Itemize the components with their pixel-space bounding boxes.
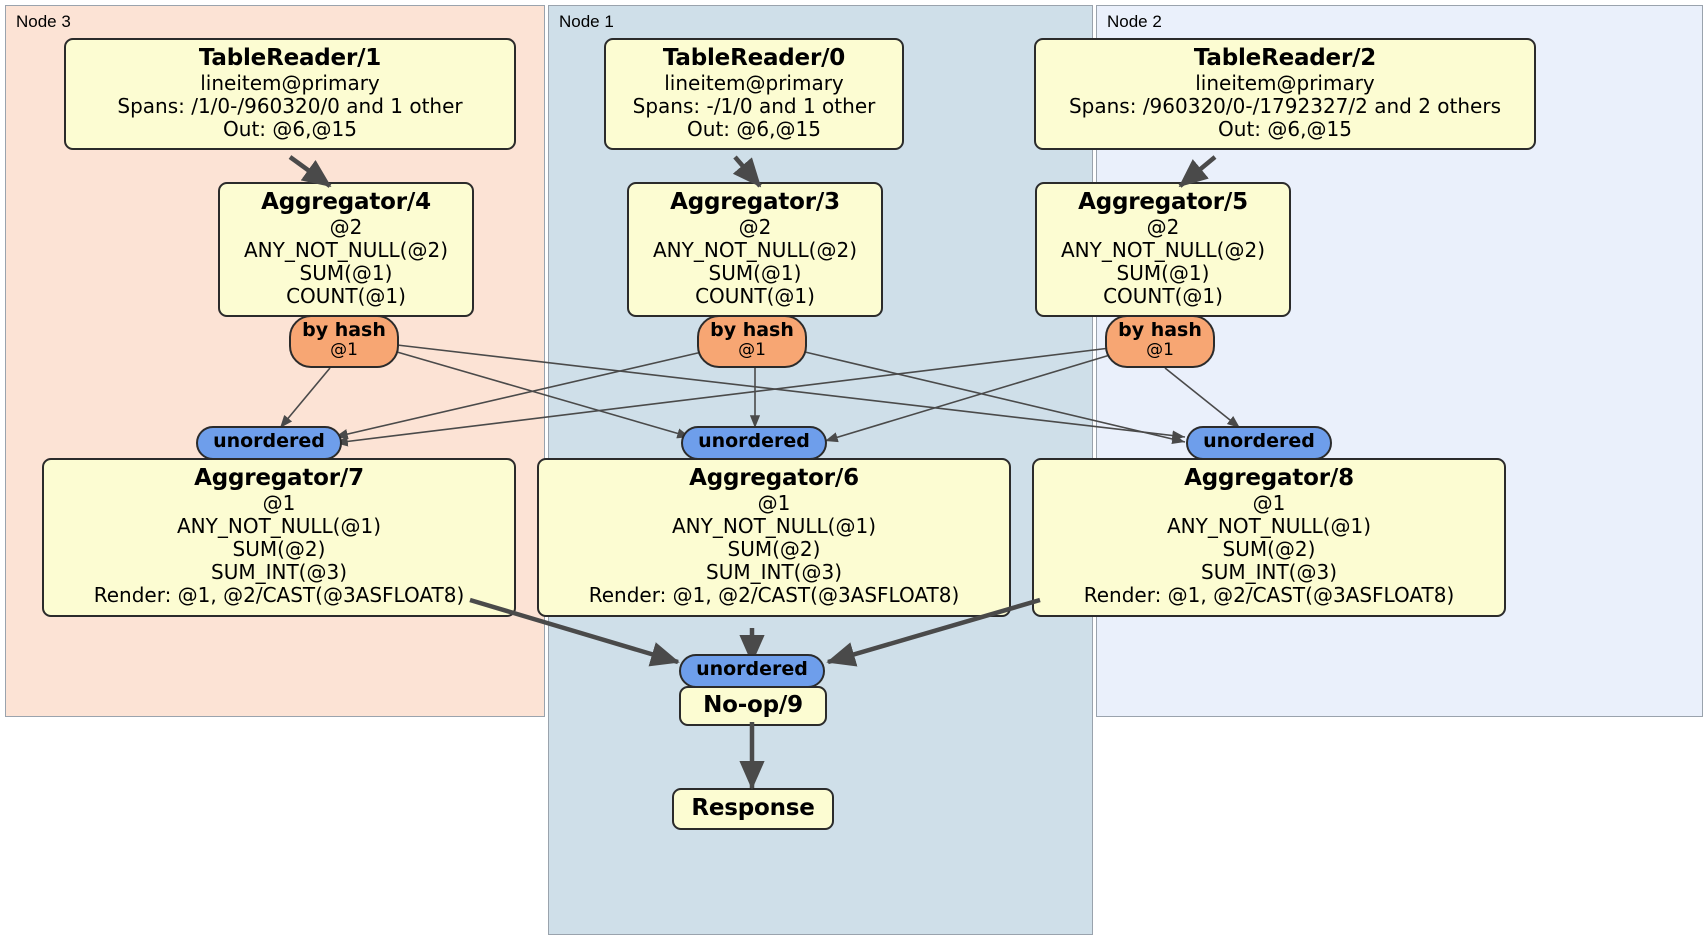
router-sublabel: @1: [738, 339, 766, 360]
router-label: by hash: [302, 319, 386, 341]
processor-line: Out: @6,@15: [687, 117, 821, 142]
router-by-hash-left[interactable]: by hash @1: [289, 315, 399, 368]
processor-line: ANY_NOT_NULL(@1): [177, 513, 381, 538]
processor-line: lineitem@primary: [200, 70, 380, 95]
processor-line: SUM_INT(@3): [706, 560, 842, 585]
synchronizer-unordered-left[interactable]: unordered: [196, 426, 342, 460]
synchronizer-unordered-right[interactable]: unordered: [1186, 426, 1332, 460]
processor-line: lineitem@primary: [1195, 70, 1375, 95]
processor-title: TableReader/2: [1193, 45, 1377, 71]
processor-line: SUM(@1): [708, 261, 802, 286]
processor-aggregator-4[interactable]: Aggregator/4 @2 ANY_NOT_NULL(@2) SUM(@1)…: [218, 182, 474, 318]
processor-line: SUM(@1): [1116, 261, 1210, 286]
processor-title: Aggregator/7: [194, 465, 364, 491]
node-region-label-node1: Node 1: [559, 12, 614, 31]
processor-title: Aggregator/5: [1078, 189, 1248, 215]
router-sublabel: @1: [1146, 339, 1174, 360]
processor-line: Spans: -/1/0 and 1 other: [632, 93, 876, 118]
node-region-label-node2: Node 2: [1107, 12, 1162, 31]
processor-title: Aggregator/3: [670, 189, 840, 215]
processor-line: @1: [1252, 490, 1286, 515]
processor-line: Out: @6,@15: [223, 117, 357, 142]
processor-line: SUM_INT(@3): [1201, 560, 1337, 585]
node-region-label-node3: Node 3: [16, 12, 71, 31]
processor-title: Aggregator/6: [689, 465, 859, 491]
processor-aggregator-3[interactable]: Aggregator/3 @2 ANY_NOT_NULL(@2) SUM(@1)…: [627, 182, 883, 318]
processor-line: @2: [1146, 214, 1180, 239]
processor-title: Aggregator/4: [261, 189, 431, 215]
processor-tablereader-2[interactable]: TableReader/2 lineitem@primary Spans: /9…: [1034, 38, 1536, 151]
processor-line: Spans: /960320/0-/1792327/2 and 2 others: [1068, 93, 1501, 118]
processor-line: SUM(@2): [1222, 537, 1316, 562]
processor-line: SUM(@2): [232, 537, 326, 562]
processor-aggregator-6[interactable]: Aggregator/6 @1 ANY_NOT_NULL(@1) SUM(@2)…: [537, 458, 1011, 617]
processor-line: @2: [738, 214, 772, 239]
processor-response[interactable]: Response: [672, 788, 834, 830]
synchronizer-label: unordered: [1203, 430, 1315, 452]
synchronizer-label: unordered: [696, 658, 808, 680]
processor-line: COUNT(@1): [1103, 284, 1223, 309]
processor-title: Response: [691, 795, 815, 821]
processor-line: lineitem@primary: [664, 70, 844, 95]
processor-line: COUNT(@1): [286, 284, 406, 309]
router-by-hash-mid[interactable]: by hash @1: [697, 315, 807, 368]
processor-line: @2: [329, 214, 363, 239]
processor-line: Render: @1, @2/CAST(@3ASFLOAT8): [588, 583, 960, 608]
processor-title: No-op/9: [703, 692, 803, 718]
processor-title: TableReader/1: [198, 45, 382, 71]
processor-line: Render: @1, @2/CAST(@3ASFLOAT8): [93, 583, 465, 608]
synchronizer-label: unordered: [698, 430, 810, 452]
processor-line: SUM(@2): [727, 537, 821, 562]
processor-line: Render: @1, @2/CAST(@3ASFLOAT8): [1083, 583, 1455, 608]
router-label: by hash: [710, 319, 794, 341]
synchronizer-unordered-mid[interactable]: unordered: [681, 426, 827, 460]
processor-title: TableReader/0: [662, 45, 846, 71]
processor-tablereader-0[interactable]: TableReader/0 lineitem@primary Spans: -/…: [604, 38, 904, 151]
processor-line: SUM(@1): [299, 261, 393, 286]
processor-no-op-9[interactable]: No-op/9: [679, 686, 827, 726]
processor-line: @1: [262, 490, 296, 515]
synchronizer-unordered-final[interactable]: unordered: [679, 654, 825, 688]
processor-title: Aggregator/8: [1184, 465, 1354, 491]
router-sublabel: @1: [330, 339, 358, 360]
processor-tablereader-1[interactable]: TableReader/1 lineitem@primary Spans: /1…: [64, 38, 516, 151]
processor-line: ANY_NOT_NULL(@2): [244, 237, 448, 262]
processor-line: ANY_NOT_NULL(@1): [1167, 513, 1371, 538]
processor-line: ANY_NOT_NULL(@2): [653, 237, 857, 262]
processor-line: ANY_NOT_NULL(@2): [1061, 237, 1265, 262]
processor-aggregator-7[interactable]: Aggregator/7 @1 ANY_NOT_NULL(@1) SUM(@2)…: [42, 458, 516, 617]
processor-line: COUNT(@1): [695, 284, 815, 309]
processor-line: Out: @6,@15: [1218, 117, 1352, 142]
processor-line: Spans: /1/0-/960320/0 and 1 other: [117, 93, 463, 118]
processor-aggregator-5[interactable]: Aggregator/5 @2 ANY_NOT_NULL(@2) SUM(@1)…: [1035, 182, 1291, 318]
synchronizer-label: unordered: [213, 430, 325, 452]
router-by-hash-right[interactable]: by hash @1: [1105, 315, 1215, 368]
processor-line: ANY_NOT_NULL(@1): [672, 513, 876, 538]
router-label: by hash: [1118, 319, 1202, 341]
processor-line: SUM_INT(@3): [211, 560, 347, 585]
processor-aggregator-8[interactable]: Aggregator/8 @1 ANY_NOT_NULL(@1) SUM(@2)…: [1032, 458, 1506, 617]
processor-line: @1: [757, 490, 791, 515]
